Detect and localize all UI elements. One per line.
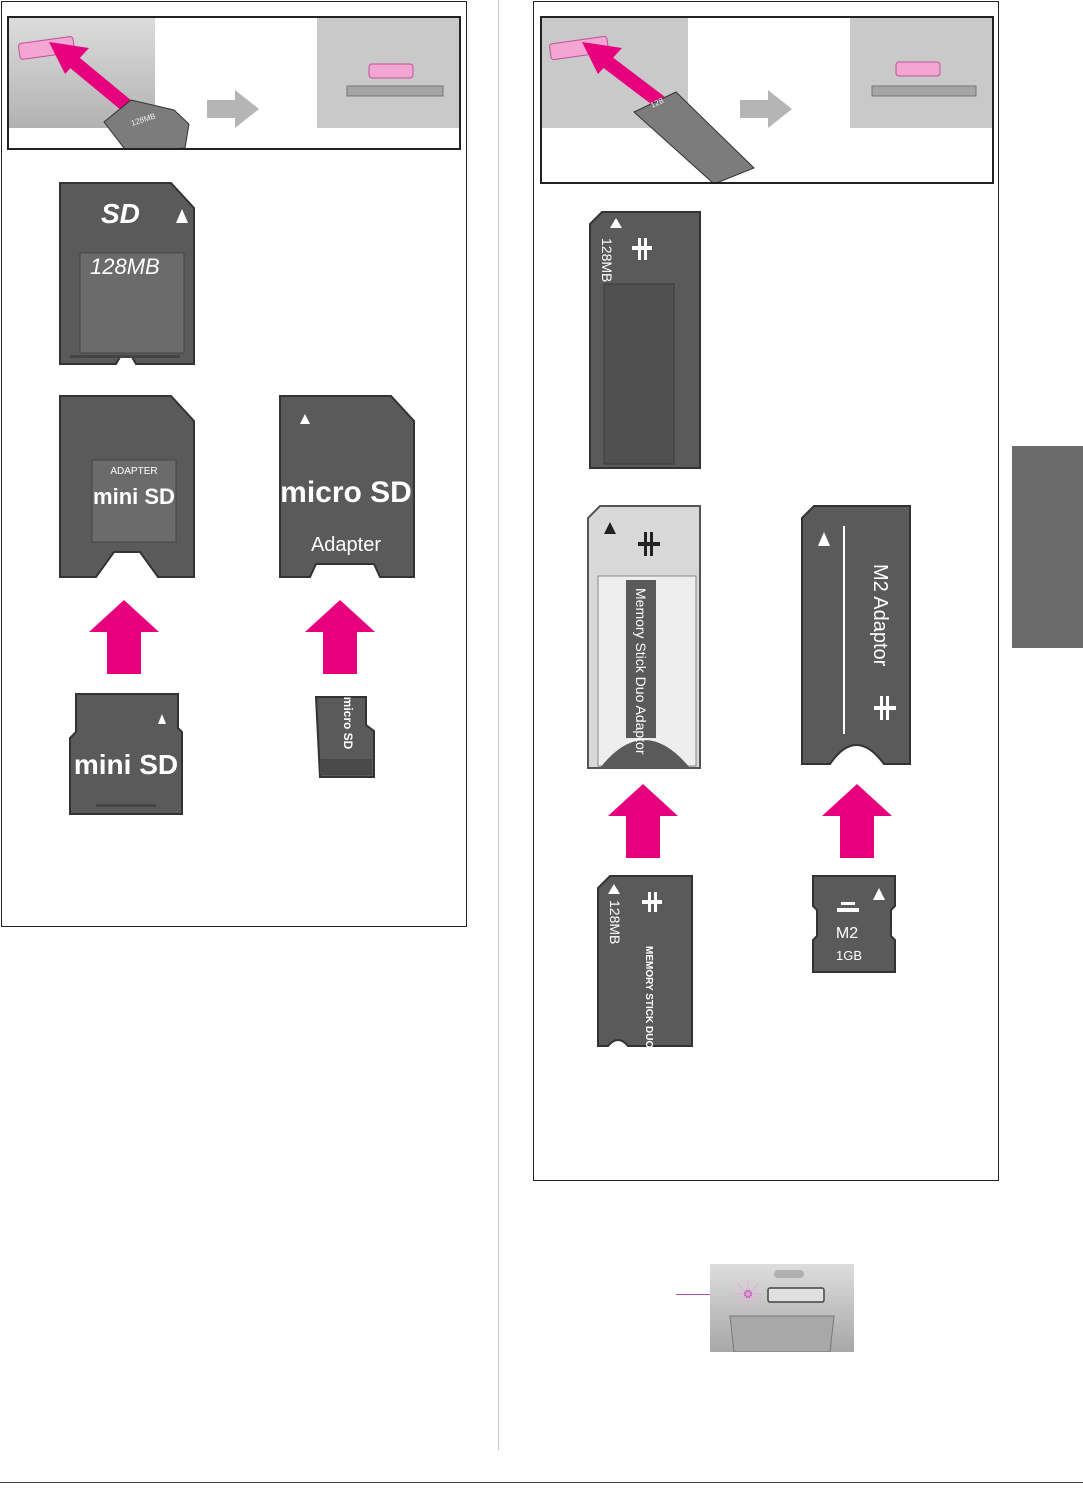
up-arrow-icon [89,600,159,674]
card-inserted-highlight [369,64,413,78]
svg-text:ADAPTER: ADAPTER [110,466,157,477]
svg-text:mini SD: mini SD [74,749,178,780]
svg-text:128MB: 128MB [599,238,615,282]
svg-text:Memory Stick Duo Adaptor: Memory Stick Duo Adaptor [633,588,649,755]
section-tab [1012,446,1083,648]
svg-text:1GB: 1GB [836,948,862,963]
up-arrow-icon [608,784,678,858]
card-inserted-highlight [896,62,940,76]
svg-text:128MB: 128MB [607,900,623,944]
svg-text:micro SD: micro SD [341,697,355,750]
footer-rule [0,1482,1083,1483]
ms-duo-adaptor: Memory Stick Duo Adaptor [586,504,704,770]
sd-cards-panel: 128MB SD 128MB ADAPTER mini SD micro SD … [1,1,467,927]
memory-stick-panel: 128 128MB Me [533,1,999,1181]
microsd-adapter: micro SD Adapter [276,394,418,580]
next-step-arrow-icon [207,90,259,128]
column-divider [498,0,499,1450]
sd-card: SD 128MB [56,181,198,367]
minisd-adapter: ADAPTER mini SD [56,394,198,580]
microsd-card: micro SD [314,695,378,779]
svg-text:128MB: 128MB [90,254,160,279]
sd-insert-photo: 128MB [7,16,461,150]
up-arrow-icon [305,600,375,674]
svg-text:M2: M2 [836,925,858,942]
svg-text:mini SD: mini SD [93,484,175,509]
ms-duo-card: 128MB MEMORY STICK DUO [596,874,696,1050]
indicator-light-icon [734,1280,762,1308]
next-step-arrow-icon [740,90,792,128]
minisd-card: mini SD [66,692,186,816]
svg-text:MEMORY STICK DUO: MEMORY STICK DUO [643,946,654,1048]
m2-card: M2 1GB [811,874,899,974]
svg-text:micro SD: micro SD [280,476,412,509]
memory-stick-inserting: 128 [634,92,754,184]
ms-insert-illustration: 128 [542,18,994,184]
memory-stick: 128MB [588,210,704,470]
m2-adaptor: M2 Adaptor [800,504,914,766]
card-slot-light-photo [710,1264,854,1352]
svg-text:SD: SD [101,198,140,229]
svg-text:M2 Adaptor: M2 Adaptor [869,564,891,667]
svg-text:Adapter: Adapter [311,534,381,556]
ms-insert-photo: 128 [540,16,994,184]
up-arrow-icon [822,784,892,858]
sd-insert-illustration: 128MB [9,18,461,150]
